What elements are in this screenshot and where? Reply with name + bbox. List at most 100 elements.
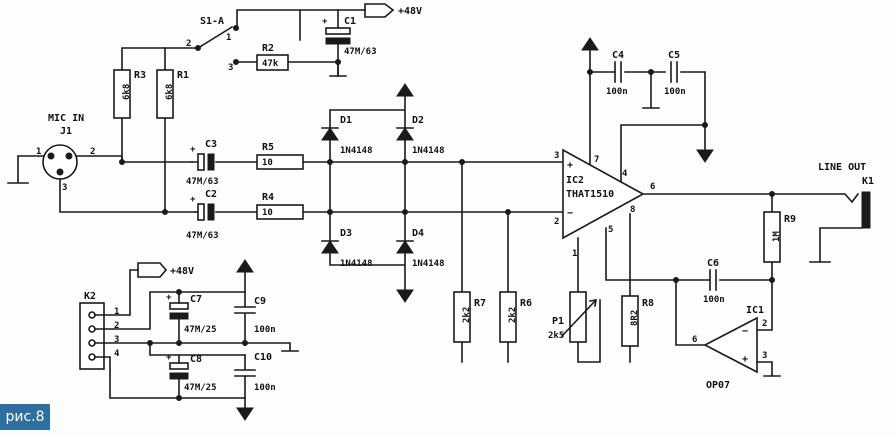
capacitor-c1-plate1: [325, 27, 351, 35]
j1-pin2: 2: [90, 147, 95, 157]
capacitor-c3-plate2: [207, 153, 215, 171]
wire-p1: [577, 237, 601, 363]
r9-label: R9: [784, 214, 796, 225]
ic1-pin6: 6: [692, 335, 697, 345]
r4-label: R4: [262, 192, 274, 203]
r3-label: R3: [134, 70, 146, 81]
c8-value: 47M/25: [184, 383, 217, 393]
j1-label: J1: [60, 126, 72, 137]
r4-value: 10: [262, 208, 273, 218]
s1-pin3: 3: [228, 63, 233, 73]
resistor-r5: [256, 154, 304, 170]
ic2-pin4: 4: [622, 169, 628, 179]
switch-s1: [164, 9, 366, 50]
resistor-r7: [453, 291, 471, 343]
wire-cold: [59, 178, 196, 213]
capacitor-c1-plate2: [325, 37, 351, 45]
k2-wires: [94, 269, 299, 399]
wire-c6: [605, 227, 773, 281]
line-out-ground: [809, 227, 863, 263]
ic1-minus: −: [742, 326, 748, 337]
ic1-pin2: 2: [762, 319, 767, 329]
resistor-r8: [621, 295, 639, 347]
r6-label: R6: [520, 298, 532, 309]
c2-value: 47M/63: [186, 231, 219, 241]
ic1-pin3: 3: [762, 351, 767, 361]
output-wire: [642, 192, 860, 204]
ic2-positive-rail-arrow: [581, 37, 599, 51]
p1-label: P1: [552, 316, 564, 327]
c5-label: C5: [668, 50, 680, 61]
r6-value: 2k2: [508, 307, 518, 323]
c1-value: 47M/63: [344, 47, 377, 57]
capacitor-c2-plate1: [197, 203, 205, 221]
c6-value: 100n: [703, 295, 725, 305]
k1-label: K1: [862, 176, 874, 187]
ic2-pin8: 8: [630, 205, 635, 215]
ic2-pin3: 3: [554, 151, 559, 161]
s1-pin1: 1: [226, 33, 231, 43]
c2-label: C2: [205, 189, 217, 200]
r2-label: R2: [262, 43, 274, 54]
capacitor-c7-plate1: [169, 302, 189, 310]
diode-d4: [396, 240, 414, 254]
c7-value: 47M/25: [184, 325, 217, 335]
capacitor-c7-plate2: [169, 312, 189, 320]
capacitor-c2-plate2: [207, 203, 215, 221]
resistor-r1: [156, 69, 174, 119]
d4-value: 1N4148: [412, 259, 445, 269]
c5-value: 100n: [664, 87, 686, 97]
capacitor-c8-plate2: [169, 372, 189, 380]
ic1-op07: [703, 316, 758, 374]
r8-label: R8: [642, 298, 654, 309]
ic2-label: IC2: [566, 175, 584, 186]
c4-value: 100n: [606, 87, 628, 97]
mic-in-connector-j1: [42, 144, 78, 180]
d1-label: D1: [340, 115, 352, 126]
c3-label: C3: [205, 139, 217, 150]
plus48-bottom-label: +48V: [170, 266, 194, 277]
ic2-negative-rail-arrow: [696, 149, 714, 163]
ic2-pin4-wire: [620, 124, 706, 183]
d1-value: 1N4148: [340, 146, 373, 156]
k2-label: K2: [84, 291, 96, 302]
bottom-positive-rail-arrow: [236, 259, 254, 273]
bottom-negative-rail-arrow: [236, 407, 254, 421]
c9-label: C9: [254, 296, 266, 307]
c3-value: 47M/63: [186, 177, 219, 187]
c7-label: C7: [190, 294, 202, 305]
wire-r9: [756, 193, 773, 331]
diode-top-rail-arrow: [396, 83, 414, 97]
c2-plus: +: [190, 195, 196, 205]
ic2-pin6: 6: [650, 182, 655, 192]
c10-label: C10: [254, 352, 272, 363]
ic1-label: IC1: [746, 305, 764, 316]
diode-network-wires: [329, 95, 406, 291]
wire-r7-r6: [461, 161, 509, 363]
r7-value: 2k2: [462, 307, 472, 323]
k2-pin3: 3: [114, 335, 119, 345]
c6-label: C6: [707, 258, 719, 269]
c1-plus: +: [322, 17, 328, 27]
mic-in-label: MIC IN: [48, 113, 84, 124]
r1-value: 6k8: [165, 84, 175, 100]
ic2-pin2: 2: [554, 217, 559, 227]
r5-label: R5: [262, 142, 274, 153]
capacitor-c8-plate1: [169, 362, 189, 370]
c8-label: C8: [190, 354, 202, 365]
capacitor-c4: [614, 61, 622, 83]
ic1-value: OP07: [706, 380, 730, 391]
r1-label: R1: [177, 70, 189, 81]
ic2-minus: −: [567, 208, 573, 219]
r7-label: R7: [474, 298, 486, 309]
resistor-r3: [113, 69, 131, 119]
d3-label: D3: [340, 228, 352, 239]
p1-value: 2k5: [548, 331, 564, 341]
figure-label: рис.8: [0, 404, 50, 430]
ic2-supply-wires: [589, 49, 706, 165]
ic2-pin1: 1: [572, 249, 577, 259]
r3-value: 6k8: [122, 84, 132, 100]
capacitor-c3-plate1: [197, 153, 205, 171]
